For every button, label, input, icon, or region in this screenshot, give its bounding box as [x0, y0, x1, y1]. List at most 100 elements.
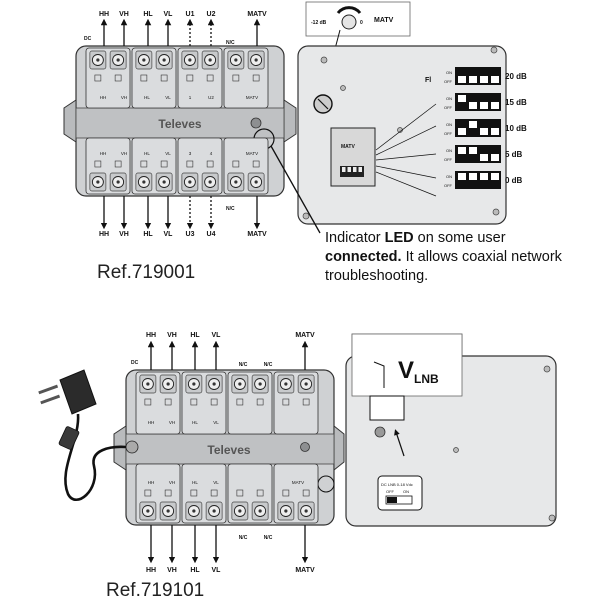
unit2-bottom-connector-pin-1-1: [146, 509, 150, 513]
unit1-module-bottom-vl: VL: [165, 151, 171, 156]
unit1-nc-top-label: N/C: [226, 40, 235, 46]
unit1-top-label-u1: U1: [186, 11, 195, 18]
unit1-top-port-symbol-4-2: [252, 74, 260, 82]
power-adapter: [38, 369, 127, 501]
unit1-bottom-connector-pin-3-1: [188, 180, 192, 184]
unit1-top-connector-pin-3-2: [208, 58, 212, 62]
vlnb-switch-on: ON: [403, 489, 409, 494]
dial-min-label: -12 dB: [311, 20, 327, 26]
unit2-center-band: [125, 433, 335, 465]
unit1-bottom-connector-pin-4-2: [254, 180, 258, 184]
unit1-top-label-hh: HH: [99, 11, 109, 18]
unit2-bottom-port-arrows: [147, 525, 309, 564]
vlnb-plate-screw-2: [453, 447, 459, 453]
unit2-multiswitch: Televes HH VH HL VL N/C N/C MATV DC HH V…: [106, 332, 345, 600]
dip-row-2-setting: 15 dB: [505, 98, 527, 107]
unit2-module-bottom-matv: MATV: [292, 480, 304, 485]
unit2-top-port-symbol-3-1: [236, 398, 244, 406]
unit1-module-bottom-vh: VH: [121, 151, 127, 156]
unit2-top-label-vh: VH: [167, 332, 177, 339]
unit1-top-connector-pin-2-2: [162, 58, 166, 62]
unit2-top-connector-pin-1-2: [166, 382, 170, 386]
led-note-connected: connected.: [325, 249, 402, 265]
dip-row-3-on-label: ON: [446, 122, 452, 127]
led-note-prefix: Indicator: [325, 230, 385, 246]
vlnb-subscript: LNB: [414, 372, 439, 386]
unit2-bottom-port-symbol-4-1: [282, 489, 290, 497]
dip-row-5-body: [455, 171, 501, 189]
pcb-dip-lever-1: [342, 167, 346, 172]
dip-row-1-off-label: OFF: [444, 79, 453, 84]
unit1-module-bottom-hl: HL: [144, 151, 150, 156]
unit2-top-connector-pin-3-1: [238, 382, 242, 386]
back-plate-screw-br: [492, 208, 500, 216]
dip-row-5-on-label: ON: [446, 174, 452, 179]
pcb-leader-4: [375, 165, 437, 179]
unit1-top-port-symbol-1-1: [94, 74, 102, 82]
dial-matv-label: MATV: [374, 17, 394, 24]
unit2-brand: Televes: [207, 443, 250, 457]
dial-scale-arc: [336, 6, 362, 15]
unit1-bottom-port-symbol-1-2: [114, 160, 122, 168]
unit2-bottom-connector-pin-3-1: [238, 509, 242, 513]
dip-row-5-lever-2: [469, 173, 477, 180]
pcb-leader-2: [375, 125, 437, 156]
unit2-bottom-port-symbol-2-1: [190, 489, 198, 497]
unit1-top-connector-pin-1-2: [116, 58, 120, 62]
unit1-bottom-port-symbol-4-2: [252, 160, 260, 168]
dip-row-5-setting: 0 dB: [505, 176, 523, 185]
unit1-top-port-symbol-3-1: [186, 74, 194, 82]
unit1-top-port-symbol-2-1: [140, 74, 148, 82]
vlnb-callout-box-front: [351, 333, 463, 397]
unit1-top-port-symbol-3-2: [206, 74, 214, 82]
unit1-top-port-symbol-2-2: [160, 74, 168, 82]
unit1-module-bottom-matv: MATV: [246, 151, 258, 156]
dip-row-1-lever-1: [458, 76, 466, 83]
unit2-top-port-arrows: [147, 340, 309, 370]
unit2-module-bottom-vl: VL: [213, 480, 219, 485]
unit2-bottom-label-vh: VH: [167, 567, 177, 574]
unit1-module-top-1: 1: [189, 95, 192, 100]
unit2-bottom-label-nc2: N/C: [264, 535, 273, 541]
unit2-module-top-vh: VH: [169, 420, 175, 425]
unit2-top-connector-pin-2-1: [192, 382, 196, 386]
pcb-leader-lines: [342, 103, 437, 197]
unit1-bottom-modules: [85, 137, 269, 195]
unit1-center-band: [75, 107, 285, 139]
unit1-bottom-port-symbol-3-1: [186, 160, 194, 168]
dip-row-5-lever-3: [480, 173, 488, 180]
unit2-bottom-connector-pin-3-2: [258, 509, 262, 513]
unit1-right-ear: [283, 99, 297, 143]
unit1-led: [250, 117, 262, 129]
adapter-cable: [64, 413, 127, 501]
dip-row-4-on-label: ON: [446, 148, 452, 153]
unit1-bottom-connector-pin-3-2: [208, 180, 212, 184]
dip-row-5-off-label: OFF: [444, 183, 453, 188]
vlnb-switch-text: DC LNB 0-18 Vdc: [381, 482, 413, 487]
panel-letters: Fl: [425, 77, 431, 84]
unit1-top-connector-pin-1-1: [96, 58, 100, 62]
vlnb-plate-screw-1: [374, 426, 386, 438]
vlnb-pointer-arrow: [394, 429, 405, 457]
unit2-bottom-connector-pin-1-2: [166, 509, 170, 513]
vlnb-panel: VLNB DC LNB 0-18 Vdc OFF ON: [345, 333, 557, 527]
attenuator-dial-icon: [341, 14, 357, 30]
svg-text:Indicator LED on some user: Indicator LED on some user: [325, 230, 506, 246]
dip-row-4-off-label: OFF: [444, 157, 453, 162]
unit2-bottom-label-vl: VL: [212, 567, 222, 574]
unit1-bottom-port-symbol-3-2: [206, 160, 214, 168]
pcb-leader-1: [375, 103, 437, 151]
vlnb-jumper-board: [369, 395, 405, 421]
unit1-bottom-port-symbol-2-1: [140, 160, 148, 168]
unit1-module-top-u2: U2: [208, 95, 214, 100]
unit1-brand: Televes: [158, 117, 201, 131]
unit2-dc-label: DC: [131, 360, 139, 366]
unit2-top-modules: [135, 371, 319, 435]
unit2-bottom-port-symbol-3-1: [236, 489, 244, 497]
led-note-suffix: on some user: [414, 230, 506, 246]
unit2-top-port-symbol-2-2: [210, 398, 218, 406]
back-plate-screw-bl: [302, 212, 310, 220]
unit2-top-label-nc1: N/C: [239, 362, 248, 368]
